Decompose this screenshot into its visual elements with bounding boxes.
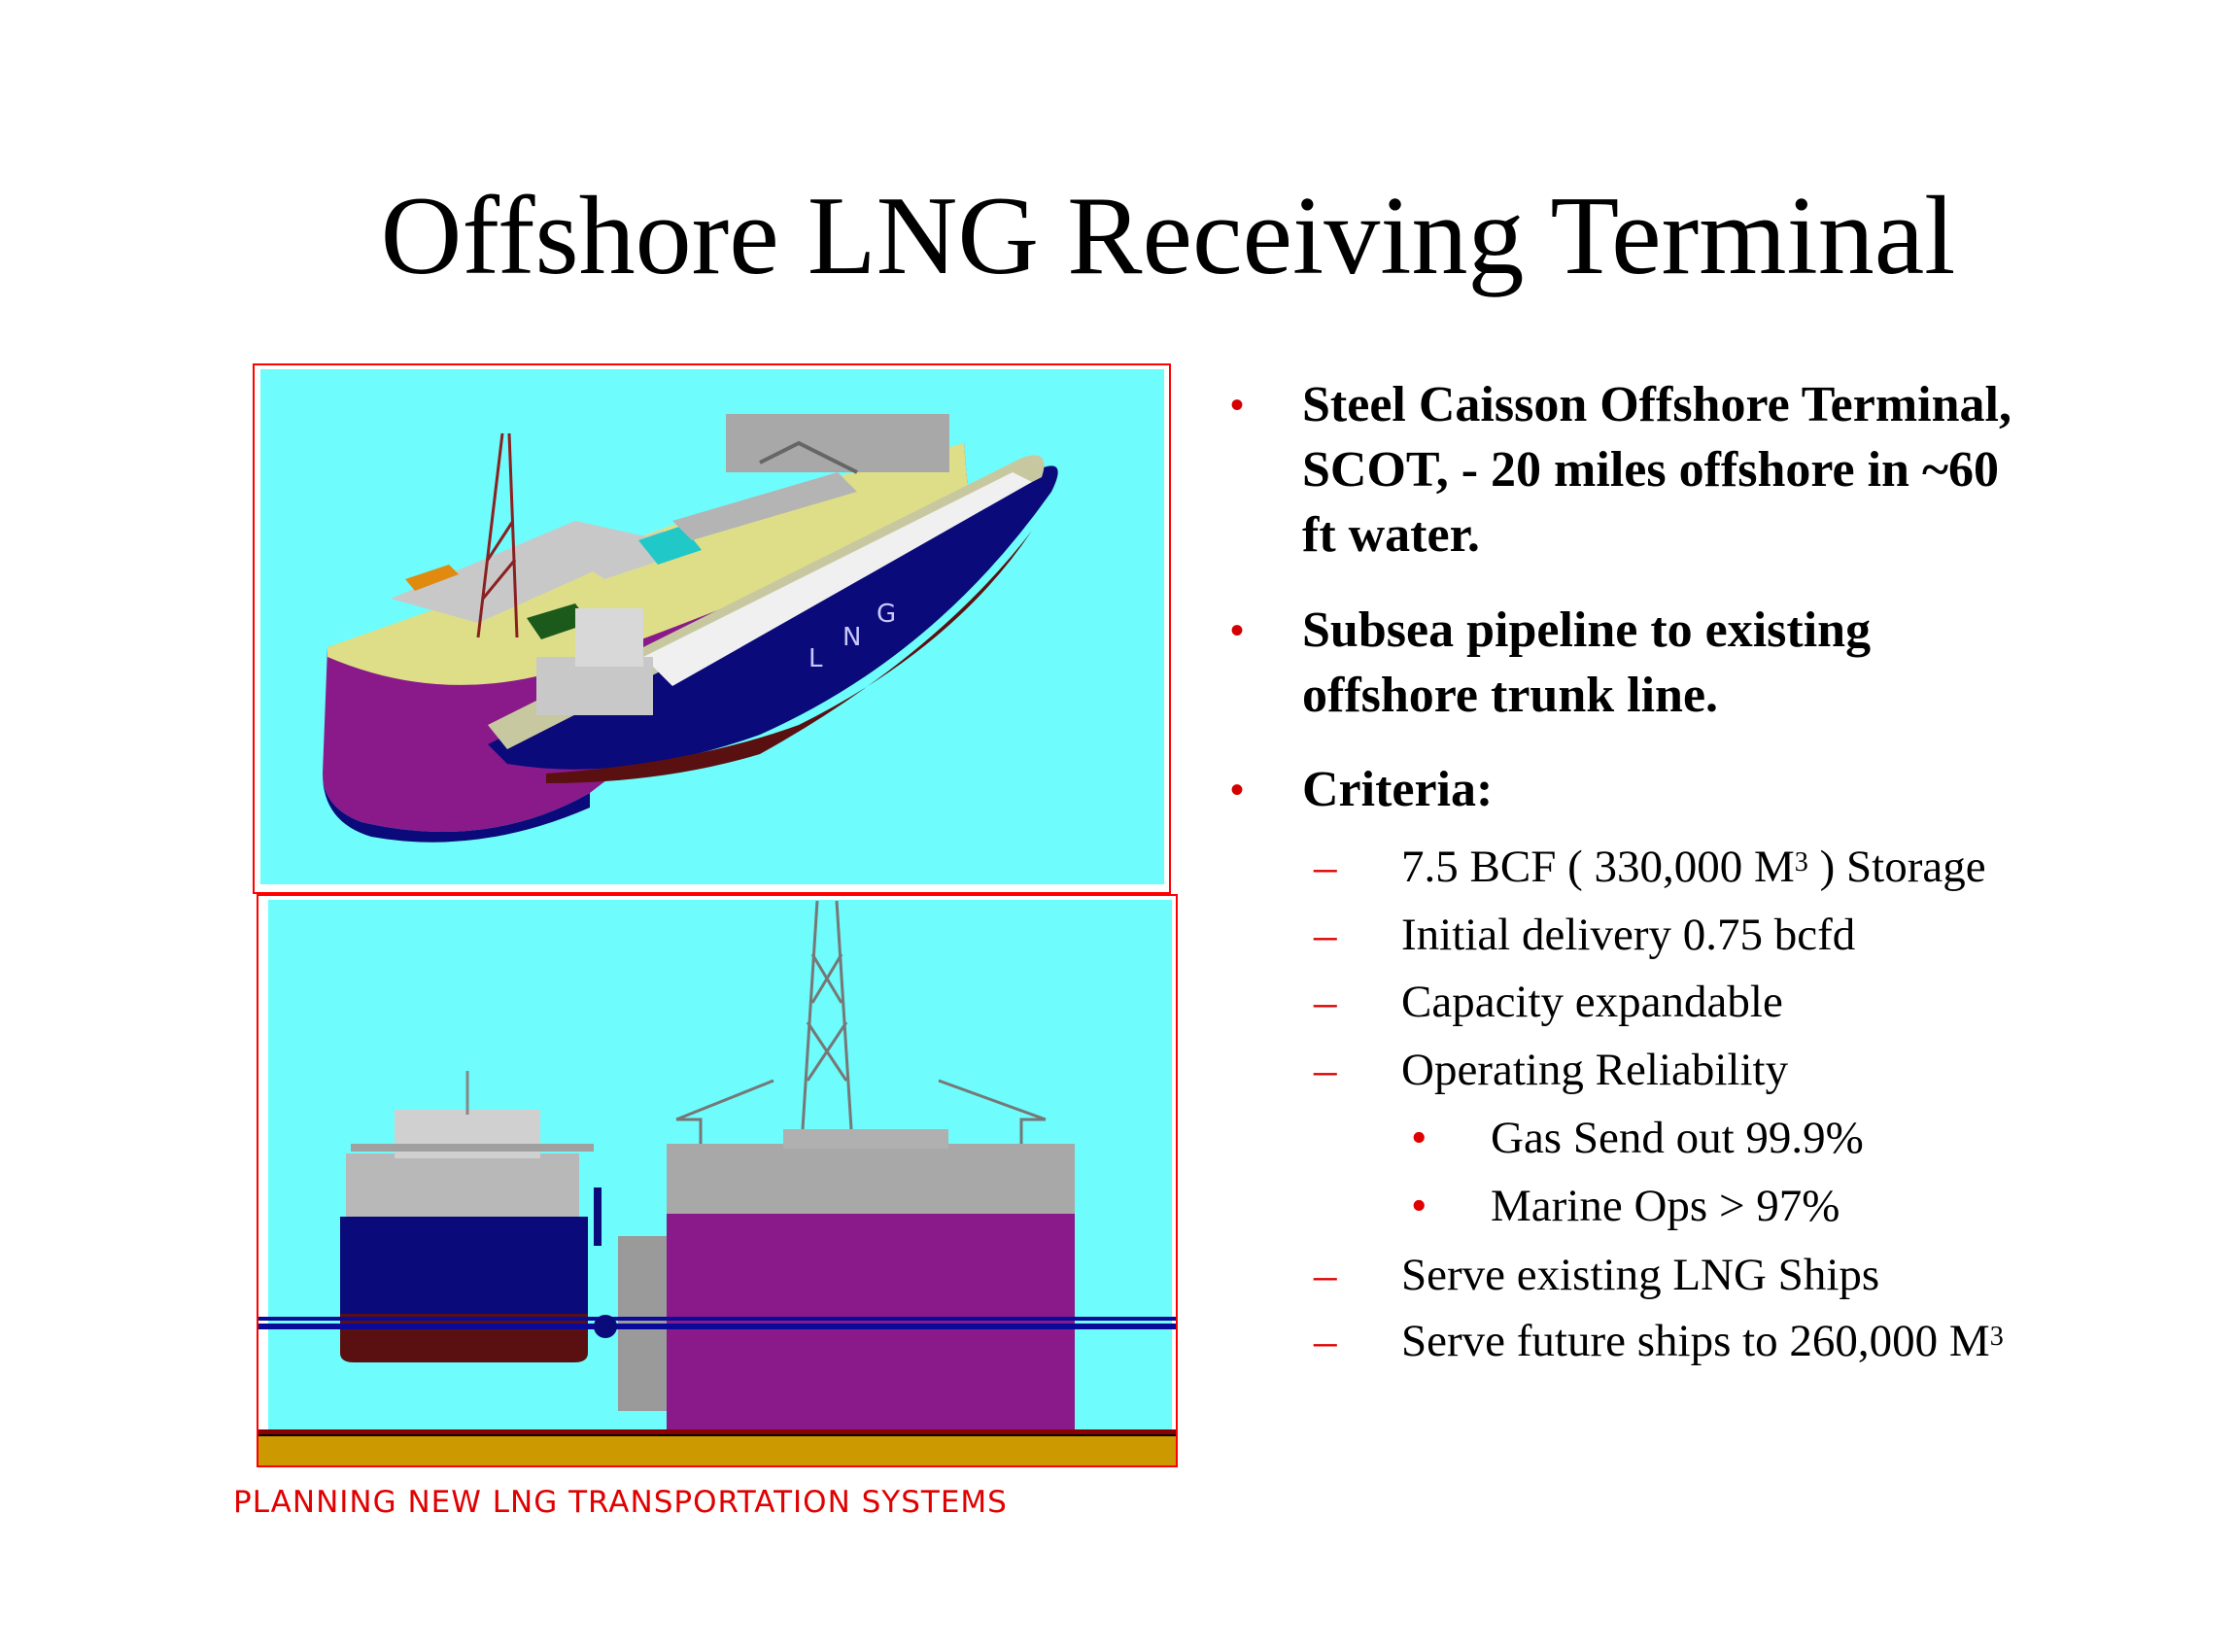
bullet-marker: • [1230, 608, 1245, 652]
terminal-perspective-image: L N G [253, 363, 1171, 894]
criteria-text: Operating Reliability [1401, 1045, 1789, 1095]
bullet-line: Steel Caisson Offshore Terminal, [1302, 377, 2012, 432]
bullet-marker: • [1230, 768, 1245, 811]
dash-marker: – [1314, 1316, 1337, 1366]
bullet-line: Criteria: [1302, 762, 1494, 817]
dash-marker: – [1314, 1250, 1337, 1300]
dash-marker: – [1314, 910, 1337, 960]
bullet-line: ft water. [1302, 507, 1480, 563]
criteria-text-main: 7.5 BCF ( 330,000 M [1401, 842, 1795, 892]
criteria-text: 7.5 BCF ( 330,000 M3 ) Storage [1401, 838, 1986, 896]
bullet-marker: • [1411, 1113, 1427, 1163]
dash-marker: – [1314, 1045, 1337, 1095]
superscript: 3 [1989, 1322, 2004, 1352]
footer-caption: PLANNING NEW LNG TRANSPORTATION SYSTEMS [233, 1485, 1008, 1520]
lng-lettering-g: G [877, 600, 896, 629]
bullet-marker: • [1230, 383, 1245, 427]
criteria-text-main: Serve future ships to 260,000 M [1401, 1316, 1990, 1366]
criteria-text: Capacity expandable [1401, 977, 1783, 1027]
criteria-text: Serve future ships to 260,000 M3 [1401, 1312, 2004, 1370]
reliability-text: Gas Send out 99.9% [1491, 1113, 1864, 1163]
slide-title: Offshore LNG Receiving Terminal [380, 174, 1956, 298]
lng-lettering-l: L [808, 644, 823, 673]
terminal-elevation-illustration [239, 900, 1217, 1471]
criteria-text-after: ) Storage [1807, 842, 1986, 892]
bullet-line: offshore trunk line. [1302, 668, 1719, 723]
dash-marker: – [1314, 977, 1337, 1027]
bullet-line: Subsea pipeline to existing [1302, 602, 1872, 658]
superscript: 3 [1794, 847, 1808, 878]
terminal-elevation-image [239, 894, 1217, 1471]
criteria-text: Initial delivery 0.75 bcfd [1401, 910, 1856, 960]
lng-lettering-n: N [842, 623, 861, 652]
terminal-perspective-illustration: L N G [260, 369, 1164, 884]
dash-marker: – [1314, 842, 1337, 892]
bullet-line: SCOT, - 20 miles offshore in ~60 [1302, 442, 2000, 498]
reliability-text: Marine Ops > 97% [1491, 1181, 1840, 1231]
bullet-marker: • [1411, 1181, 1427, 1231]
criteria-text: Serve existing LNG Ships [1401, 1250, 1880, 1300]
